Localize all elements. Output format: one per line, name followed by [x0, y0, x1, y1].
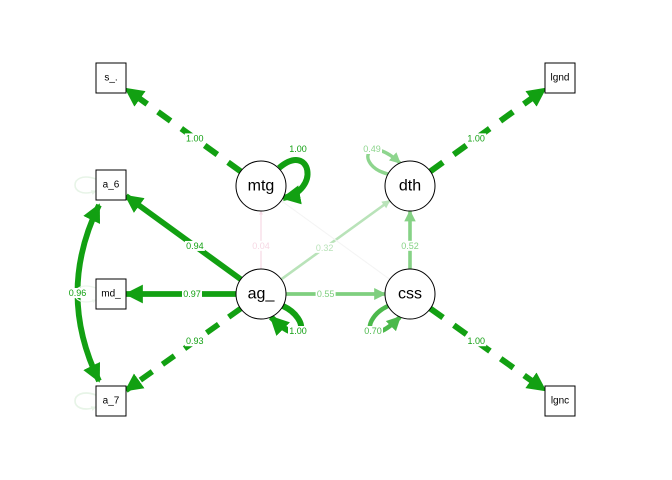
- edge-label-ag_-dth: 0.32: [316, 243, 334, 253]
- edge-label-mtg-s_: 1.00: [186, 133, 204, 143]
- variance-label-ag_: 1.00: [289, 326, 307, 336]
- edge-label-dth-lgnd-bg: [466, 133, 487, 144]
- node-dth: dth: [384, 160, 436, 212]
- edge-ag_-to-a_7: [124, 306, 243, 393]
- edge-label-dth-lgnd: 1.00: [467, 133, 485, 143]
- node-label: ag_: [248, 286, 276, 303]
- edge-label-css-dth: 0.52: [401, 241, 419, 251]
- nodes-layer: s_. a_6 md_ a_7 lgnd lgnc mtg ag_ dth css: [95, 62, 576, 417]
- node-label: a_6: [103, 180, 120, 191]
- node-label: dth: [399, 178, 421, 195]
- node-label: css: [398, 286, 422, 303]
- latent-circle: [384, 268, 436, 320]
- covariance-label-a_6-a_7: 0.96: [69, 288, 87, 298]
- variance-label-mtg: 1.00: [289, 144, 307, 154]
- edge-mtg-to-s_: [124, 86, 243, 174]
- variance-label-dth: 0.49: [363, 144, 381, 154]
- observed-box: [95, 169, 127, 201]
- observed-box: [95, 62, 127, 94]
- edge-label-css-lgnc-bg: [466, 336, 487, 347]
- edge-label-ag_-a_6: 0.94: [186, 241, 204, 251]
- latent-circle: [384, 160, 436, 212]
- edge-ag_-to-a_6: [124, 193, 243, 282]
- variance-label-css: 0.70: [364, 326, 382, 336]
- edge-label-css-lgnc: 1.00: [467, 336, 485, 346]
- observed-box: [95, 278, 127, 310]
- node-label: lgnd: [551, 73, 570, 84]
- variance-label-dth-bg: [362, 144, 382, 154]
- variance-label-ag_-bg: [288, 326, 308, 336]
- node-lgnd: lgnd: [544, 62, 576, 94]
- edge-label-ag_-a_7-bg: [184, 336, 205, 347]
- node-label: s_.: [104, 73, 117, 84]
- node-a_6: a_6: [95, 169, 127, 201]
- edge-label-ag_-mtg-bg: [251, 240, 271, 251]
- node-css: css: [384, 268, 436, 320]
- node-a_7: a_7: [95, 385, 127, 417]
- node-s_: s_.: [95, 62, 127, 94]
- edge-label-css-dth-bg: [400, 240, 420, 251]
- variance-label-css-bg: [363, 326, 383, 336]
- node-ag_: ag_: [235, 268, 287, 320]
- edge-label-ag_-css-bg: [315, 289, 336, 299]
- variance-loop-mtg: [277, 157, 311, 205]
- variance-loop-a_6: [74, 176, 97, 195]
- node-label: lgnc: [551, 396, 569, 407]
- observed-box: [544, 62, 576, 94]
- edge-label-ag_-css: 0.55: [317, 289, 335, 299]
- variance-label-mtg-bg: [288, 144, 308, 154]
- edge-label-ag_-mtg: 0.04: [252, 241, 270, 251]
- node-md_: md_: [95, 278, 127, 310]
- edge-label-mtg-s_-bg: [184, 133, 205, 144]
- edge-label-ag_-dth-bg: [314, 242, 335, 253]
- observed-box: [95, 385, 127, 417]
- node-mtg: mtg: [235, 160, 287, 212]
- latent-circle: [235, 268, 287, 320]
- observed-box: [544, 385, 576, 417]
- labels-layer: 1.00 0.94 0.97 0.93 1.00 1.00 0.55 0.32 0.52 0.04…: [67, 133, 487, 347]
- edge-label-ag_-md_: 0.97: [183, 289, 201, 299]
- edge-dth-to-lgnd: [428, 86, 547, 174]
- covariance-label-a_6-a_7-bg: [67, 288, 88, 298]
- latent-circle: [235, 160, 287, 212]
- node-label: a_7: [103, 396, 120, 407]
- edge-css-to-mtg: [280, 200, 391, 280]
- edge-label-ag_-md_-bg: [182, 289, 202, 299]
- edge-label-ag_-a_6-bg: [184, 240, 205, 251]
- edge-label-ag_-a_7: 0.93: [186, 336, 204, 346]
- node-lgnc: lgnc: [544, 385, 576, 417]
- node-label: md_: [101, 289, 121, 300]
- edge-css-to-lgnc: [428, 306, 547, 393]
- node-label: mtg: [248, 178, 275, 195]
- variance-loop-a_7: [74, 392, 97, 412]
